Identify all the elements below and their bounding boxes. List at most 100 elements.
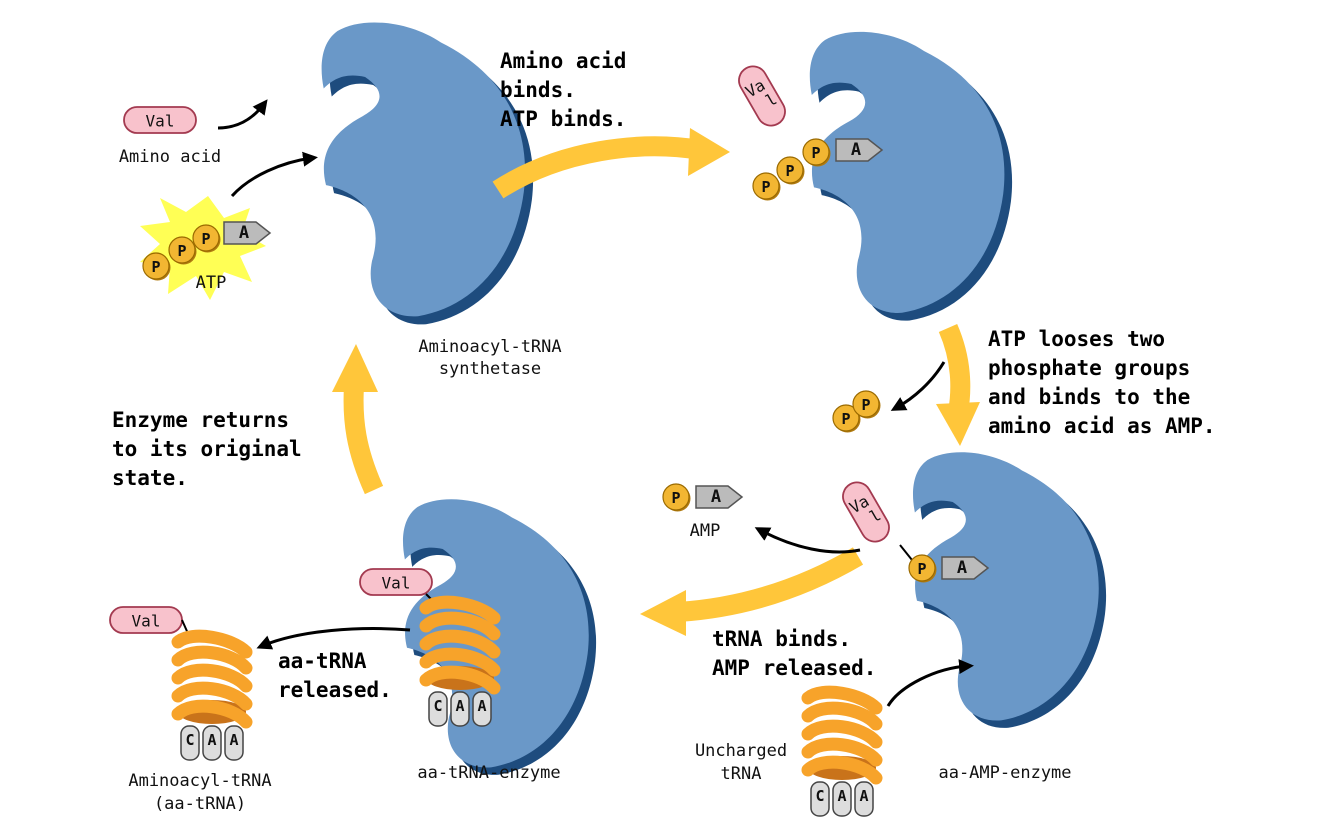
anticodon-letter: C (433, 697, 442, 715)
anticodon-letter: C (815, 787, 824, 805)
amp-adenine: A (695, 485, 744, 509)
adenine-tag (835, 138, 884, 162)
anticodon-base (472, 691, 492, 727)
val-capsule (359, 568, 433, 596)
anticodon-base (180, 725, 200, 761)
trna-helix-top (419, 595, 501, 625)
adenine-letter: A (239, 223, 249, 243)
anticodon-base (450, 691, 470, 727)
step-5-text: Enzyme returns to its original state. (112, 408, 302, 490)
cycle-arrow-1 (492, 136, 702, 199)
phosphate-body (776, 156, 804, 184)
phosphate-letter: P (918, 560, 927, 578)
anticodon-letter: A (229, 731, 238, 749)
anticodon-letter: A (859, 787, 868, 805)
phosphate-body (802, 138, 830, 166)
anticodon-letter: A (837, 787, 846, 805)
phosphate-letter: P (862, 396, 871, 414)
trna-helix-turn (171, 645, 253, 675)
trna-helix-turn (801, 701, 883, 731)
val-amp-bond (899, 544, 913, 561)
aa-amp-phosphate: P (908, 554, 937, 583)
trna-helix-top (171, 629, 253, 659)
cycle-arrow-3 (677, 547, 864, 622)
atp-bound-adenine: A (835, 138, 884, 162)
phosphate-letter: P (762, 178, 771, 196)
step-2-text: ATP looses two phosphate groups and bind… (988, 327, 1216, 438)
cycle-arrow-1-head (688, 128, 730, 176)
trna-helix-turn (419, 647, 501, 677)
anticodon-base (854, 781, 874, 817)
phosphate-letter: P (672, 489, 681, 507)
anticodon-base (428, 691, 448, 727)
trna-helix-turn (171, 699, 253, 729)
atp-phosphate-2: P (168, 236, 197, 265)
released-phosphate-2: P (852, 390, 881, 419)
val-capsule (123, 106, 197, 134)
val-binding-arrow (217, 99, 268, 130)
phosphate-letter: P (202, 230, 211, 248)
synthetase-label-line2: synthetase (438, 359, 542, 379)
trna-helix-turn (419, 611, 501, 641)
aminoacyl-trna-label-line2: (aa-tRNA) (153, 794, 247, 814)
phosphate-body (832, 404, 860, 432)
adenine-tag (695, 485, 744, 509)
val-text: Val (132, 612, 161, 631)
val-bound-2: Val (842, 481, 890, 543)
anticodon-letter: C (185, 731, 194, 749)
atp-bound-phosphate-1: P (752, 172, 781, 201)
phosphate-letter: P (178, 242, 187, 260)
phosphate-body (752, 172, 780, 200)
pp-release-arrow (890, 361, 946, 411)
trna-helix-turn (419, 665, 501, 695)
step-1-text: Amino acid binds. ATP binds. (500, 49, 627, 131)
trna-helix-turn (801, 755, 883, 785)
aa-trna-enzyme-label: aa-tRNA-enzyme (417, 763, 561, 783)
atp-label: ATP (195, 273, 227, 293)
aa-trna-release-arrow (256, 627, 411, 650)
phosphate-letter: P (786, 162, 795, 180)
val-bound-1: Val (738, 65, 786, 127)
atp-binding-arrow (230, 151, 318, 198)
val-free: Val (123, 106, 197, 134)
val-capsule (738, 65, 786, 127)
aminoacyl-trna-label-line1: Aminoacyl-tRNA (128, 771, 272, 791)
released-phosphate-1: P (832, 404, 861, 433)
trna-binding-arrow (886, 659, 974, 707)
phosphate-body (852, 390, 880, 418)
adenine-tag (941, 556, 990, 580)
phosphate-letter: P (842, 410, 851, 428)
step-3-text: tRNA binds. AMP released. (712, 627, 877, 680)
adenine-letter: A (851, 140, 861, 160)
amino-acid-label: Amino acid (118, 147, 222, 167)
cycle-arrows (332, 128, 980, 636)
atp-bound-phosphate-3: P (802, 138, 831, 167)
uncharged-label-line1: Uncharged (694, 741, 788, 761)
cycle-arrow-3-head (640, 590, 686, 636)
cycle-arrow-4-head (332, 344, 378, 392)
adenine-letter: A (711, 487, 721, 507)
cycle-arrow-2 (938, 323, 971, 414)
val-text: Val (146, 112, 175, 131)
phosphate-letter: P (812, 144, 821, 162)
phosphate-body (142, 252, 170, 280)
adenine-tag (223, 221, 272, 245)
anticodon-letter: A (477, 697, 486, 715)
trna-helix-turn (801, 719, 883, 749)
atp-bound-phosphate-2: P (776, 156, 805, 185)
phosphate-body (168, 236, 196, 264)
trna-helix-turn (801, 737, 883, 767)
amp-phosphate: P (662, 483, 691, 512)
val-bound-3: Val (359, 568, 433, 596)
adenine-letter: A (957, 558, 967, 578)
phosphate-body (908, 554, 936, 582)
anticodon-letter: A (455, 697, 464, 715)
